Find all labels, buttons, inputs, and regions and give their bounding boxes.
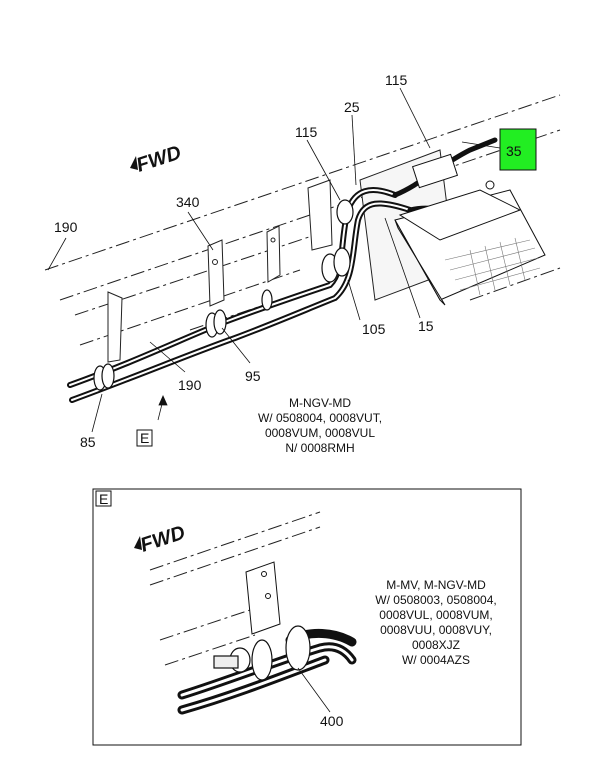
detail-clamps	[213, 625, 311, 681]
callout-105[interactable]: 105	[362, 321, 386, 337]
detail-frame-rail	[149, 511, 321, 666]
view-ref-label: E	[140, 430, 149, 446]
detail-leader-line	[297, 667, 331, 713]
detail-bracket	[245, 561, 281, 635]
callout-400[interactable]: 400	[320, 713, 344, 729]
callout-95[interactable]: 95	[245, 368, 261, 384]
fwd-label: FWD	[134, 142, 184, 177]
detail-note-line-5: 0008XJZ	[412, 638, 460, 652]
fwd-arrow-icon: FWD	[130, 142, 184, 177]
callout-115-upper[interactable]: 115	[385, 72, 408, 88]
main-view: FWD	[44, 72, 561, 455]
main-note-line-2: W/ 0508004, 0008VUT,	[258, 411, 382, 425]
callout-190-upper[interactable]: 190	[54, 219, 78, 235]
detail-note-line-1: M-MV, M-NGV-MD	[386, 578, 486, 592]
main-note-line-1: M-NGV-MD	[289, 396, 351, 410]
main-note-line-3: 0008VUM, 0008VUL	[265, 426, 375, 440]
callout-85[interactable]: 85	[80, 434, 96, 450]
cable-clamps	[93, 199, 354, 391]
callout-340[interactable]: 340	[176, 194, 200, 210]
detail-note-line-3: 0008VUL, 0008VUM,	[379, 608, 492, 622]
callout-25[interactable]: 25	[344, 99, 360, 115]
detail-label: E	[99, 491, 108, 507]
detail-note: M-MV, M-NGV-MD W/ 0508003, 0508004, 0008…	[375, 578, 496, 667]
callout-35-highlight[interactable]	[499, 128, 537, 171]
leader-lines	[47, 87, 501, 433]
frame-brackets	[107, 149, 456, 363]
main-note: M-NGV-MD W/ 0508004, 0008VUT, 0008VUM, 0…	[258, 396, 382, 455]
callout-190-lower[interactable]: 190	[178, 377, 202, 393]
callout-35[interactable]: 35	[506, 143, 522, 159]
callout-15[interactable]: 15	[418, 318, 434, 334]
detail-label-box	[95, 490, 112, 507]
battery-box	[394, 153, 546, 306]
detail-note-line-6: W/ 0004AZS	[402, 653, 470, 667]
detail-note-line-2: W/ 0508003, 0508004,	[375, 593, 496, 607]
main-note-line-4: N/ 0008RMH	[285, 441, 354, 455]
detail-view-e: E FWD 400	[92, 488, 522, 746]
view-ref-box[interactable]	[136, 429, 153, 447]
detail-note-line-4: 0008VUU, 0008VUY,	[380, 623, 492, 637]
callout-115-lower[interactable]: 115	[295, 124, 318, 140]
